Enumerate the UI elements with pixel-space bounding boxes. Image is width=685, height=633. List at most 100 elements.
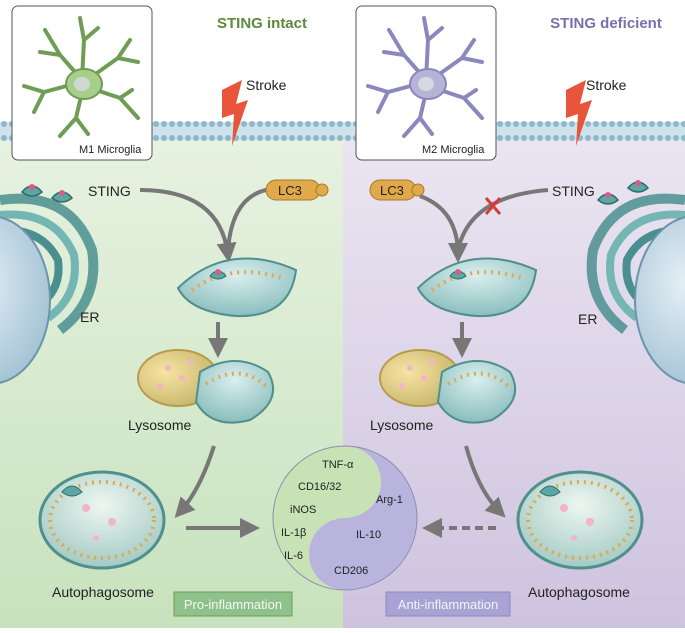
anti-inflammation-label: Anti-inflammation [398,597,498,612]
membrane-lipid [633,135,639,141]
right-panel-title: STING deficient [550,15,662,32]
cytokine-cd16-32: CD16/32 [298,481,341,493]
er-right [586,180,685,384]
membrane-lipid [617,135,623,141]
stroke-label-left: Stroke [246,77,287,93]
membrane-lipid [177,121,183,127]
membrane-lipid [553,121,559,127]
membrane-lipid [281,135,287,141]
inhibition-x-icon [484,197,502,215]
membrane-lipid [1,135,7,141]
cytokine-il-10: IL-10 [356,529,381,541]
er-label-right: ER [578,311,597,327]
membrane-lipid [609,135,615,141]
membrane-lipid [305,121,311,127]
membrane-lipid [297,121,303,127]
cytokine-il-6: IL-6 [284,550,303,562]
lysosome-to-autophagosome-arrow-right [464,445,506,518]
membrane-lipid [161,135,167,141]
membrane-lipid [673,121,679,127]
membrane-lipid [593,121,599,127]
membrane-lipid [241,135,247,141]
membrane-lipid [185,135,191,141]
stroke-icon-right [566,80,592,146]
membrane-lipid [249,121,255,127]
membrane-lipid [193,121,199,127]
membrane-lipid [313,135,319,141]
cytokine-tnf-alpha: TNF-α [322,459,354,471]
membrane-lipid [209,135,215,141]
membrane-lipid [321,121,327,127]
membrane-lipid [1,121,7,127]
membrane-lipid [345,121,351,127]
membrane-lipid [513,121,519,127]
sting-label-left: STING [88,183,131,199]
membrane-lipid [665,121,671,127]
autophagosome-left [38,470,166,570]
membrane-lipid [641,121,647,127]
membrane-lipid [217,135,223,141]
membrane-lipid [321,135,327,141]
cytokine-inos: iNOS [290,504,316,516]
membrane-lipid [265,121,271,127]
pro-inflammation-label: Pro-inflammation [184,597,282,612]
er-label-left: ER [80,309,99,325]
membrane-lipid [625,135,631,141]
lc3-label-left: LC3 [278,183,302,198]
membrane-lipid [257,121,263,127]
membrane-lipid [545,135,551,141]
membrane-lipid [297,135,303,141]
membrane-lipid [505,135,511,141]
membrane-lipid [201,121,207,127]
m2-microglia-label: M2 Microglia [422,144,485,156]
mitochondrion-right [416,257,538,318]
sting-protein-icon-left [20,184,74,203]
membrane-lipid [289,121,295,127]
stroke-label-right: Stroke [586,77,627,93]
autophagosome-label-right: Autophagosome [528,584,630,600]
er-left [0,184,99,384]
mitochondrion-left [176,257,298,318]
membrane-lipid [329,121,335,127]
membrane-lipid [529,121,535,127]
lysosome-right [379,349,517,424]
m1-microglia-box: M1 Microglia [11,5,153,161]
membrane-lipid [337,135,343,141]
membrane-lipid [553,135,559,141]
membrane-lipid [273,121,279,127]
membrane-lipid [649,135,655,141]
membrane-lipid [313,121,319,127]
membrane-lipid [265,135,271,141]
membrane-lipid [641,135,647,141]
membrane-lipid [225,121,231,127]
lc3-badge-right: LC3 [369,179,425,201]
membrane-lipid [305,135,311,141]
lc3-label-right: LC3 [380,183,404,198]
membrane-lipid [289,135,295,141]
membrane-lipid [585,135,591,141]
membrane-lipid [593,135,599,141]
cytokine-cd206: CD206 [334,565,368,577]
membrane-lipid [345,135,351,141]
m1-microglia-icon [22,16,140,138]
membrane-lipid [209,121,215,127]
membrane-lipid [217,121,223,127]
sting-lc3-arrows-right [419,188,549,263]
membrane-lipid [545,121,551,127]
left-panel-title: STING intact [217,15,307,32]
yin-yang-cytokines: TNF-α CD16/32 iNOS IL-1β IL-6 Arg-1 IL-1… [272,445,418,591]
membrane-lipid [497,135,503,141]
membrane-lipid [497,121,503,127]
membrane-lipid [257,135,263,141]
membrane-lipid [561,135,567,141]
membrane-lipid [185,121,191,127]
stroke-icon-left [222,80,248,146]
membrane-lipid [681,135,685,141]
membrane-lipid [569,135,575,141]
membrane-lipid [169,135,175,141]
membrane-lipid [193,135,199,141]
membrane-lipid [281,121,287,127]
membrane-lipid [177,135,183,141]
lysosome-to-autophagosome-arrow-left [174,445,216,518]
